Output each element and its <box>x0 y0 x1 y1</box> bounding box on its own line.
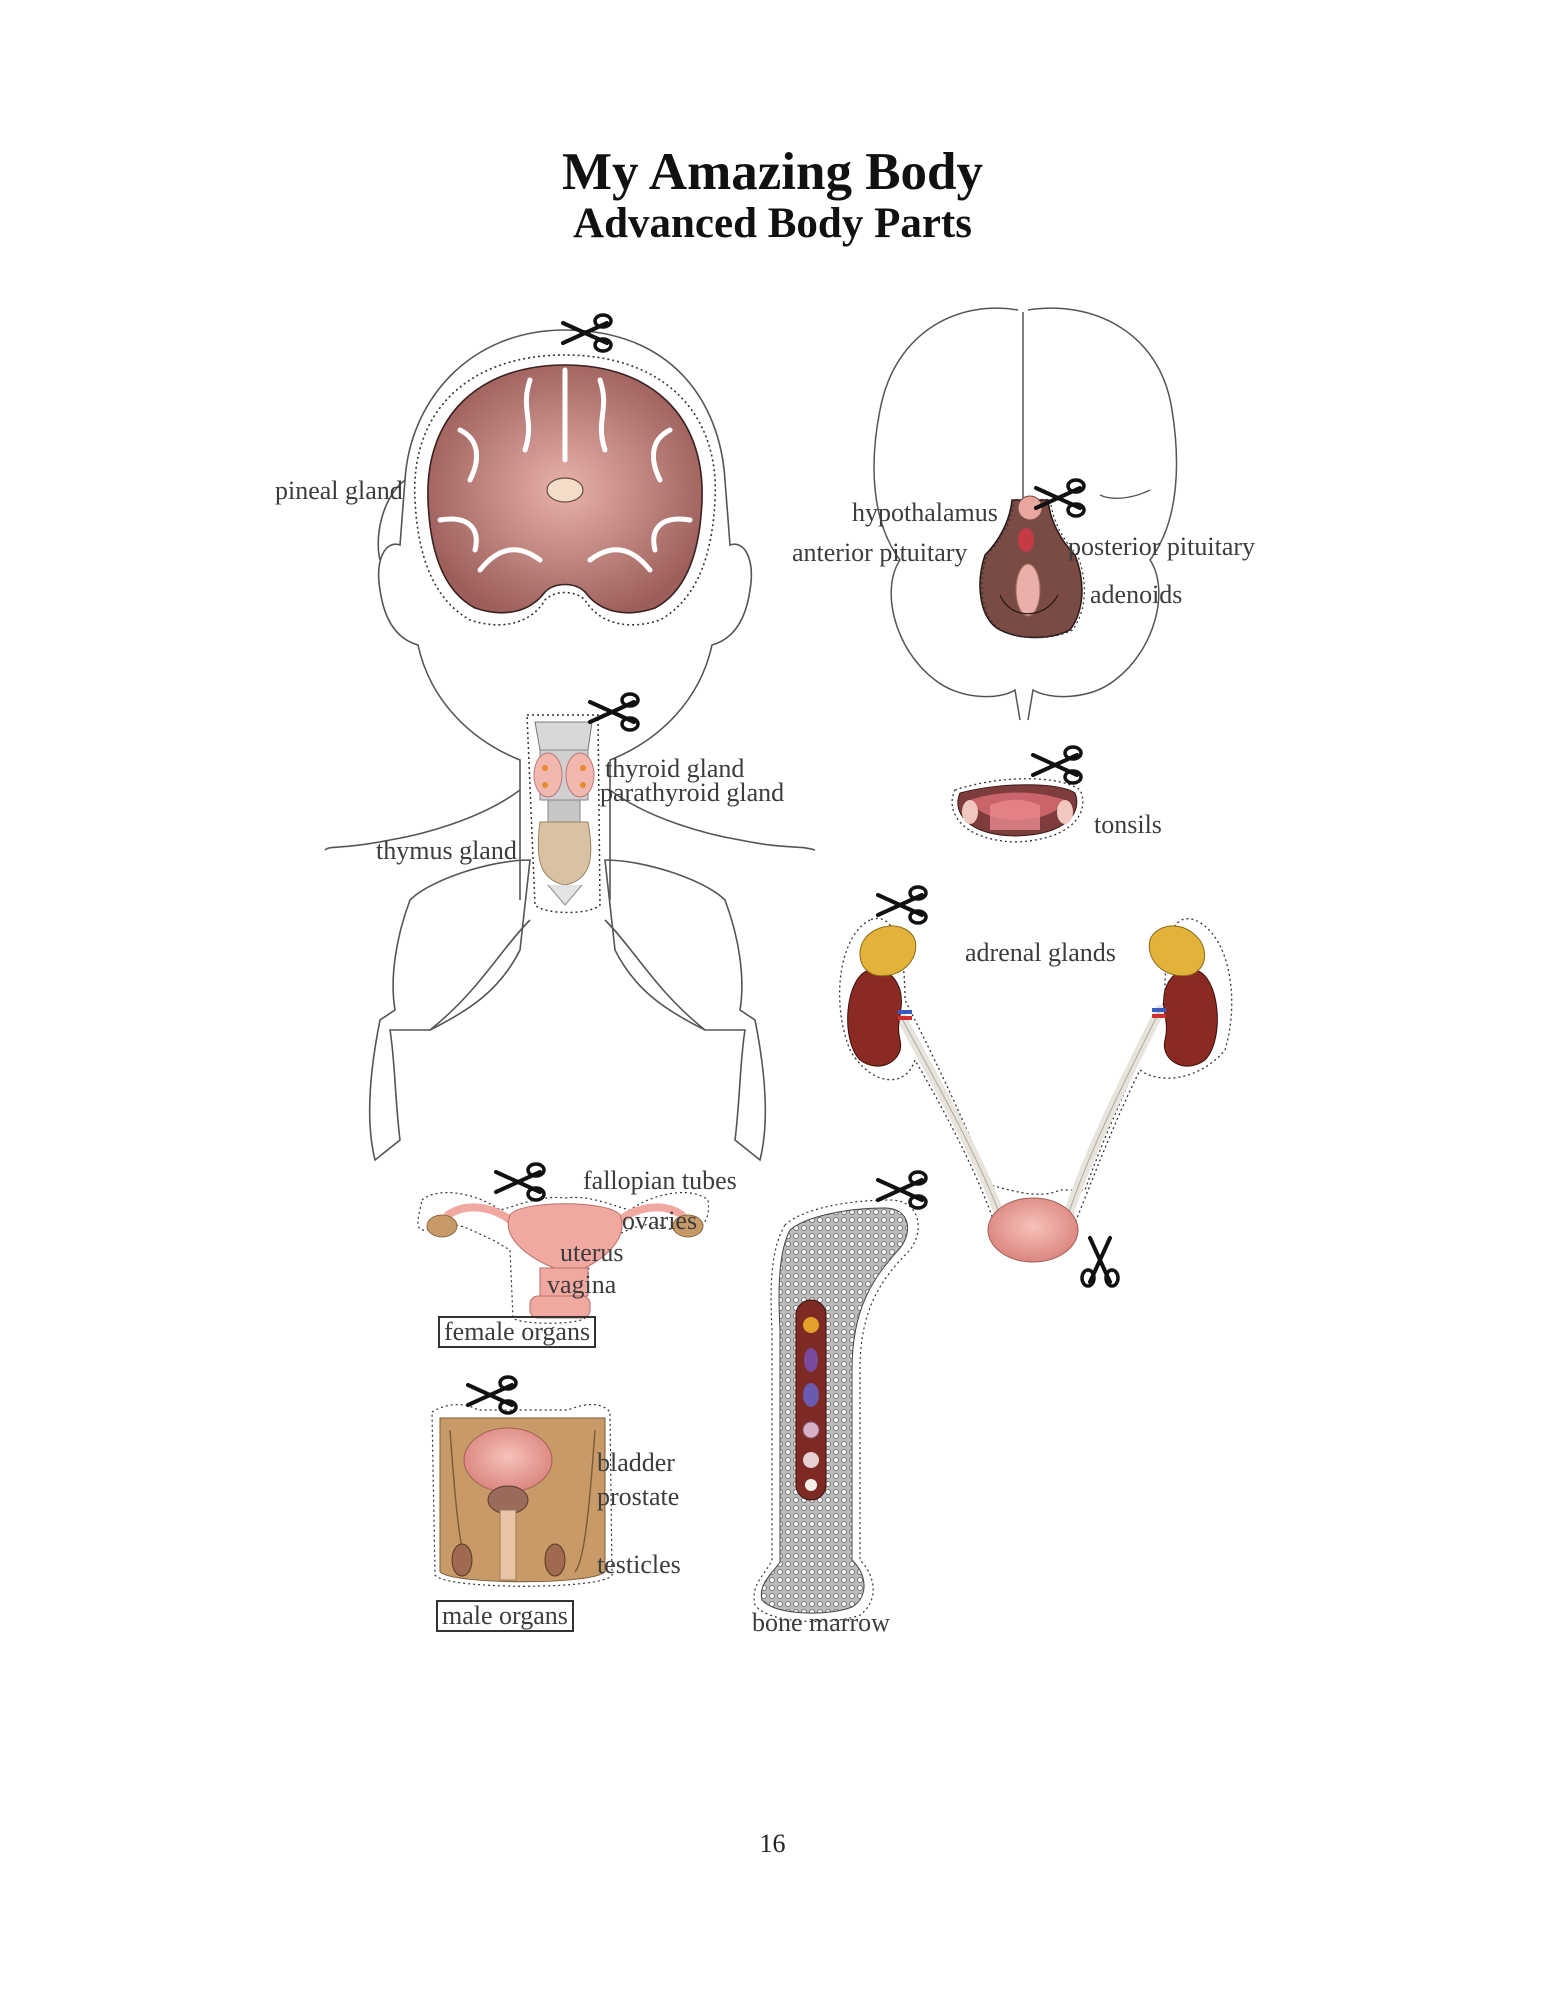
brain-coronal-section <box>413 354 717 626</box>
scissors-icon <box>876 1170 928 1210</box>
label-bladder: bladder <box>597 1448 675 1477</box>
bone-marrow-piece <box>753 1199 919 1623</box>
label-parathyroid-gland: parathyroid gland <box>600 778 785 807</box>
label-prostate: prostate <box>597 1482 680 1511</box>
label-adrenal-glands: adrenal glands <box>965 938 1116 967</box>
label-thymus-gland: thymus gland <box>376 836 517 865</box>
label-adenoids: adenoids <box>1090 580 1183 609</box>
female-organs-piece <box>417 1192 710 1324</box>
scissors-icon <box>466 1375 518 1415</box>
scissors-icon <box>876 885 928 925</box>
pineal-gland-shape <box>546 477 584 503</box>
urinary-system-piece <box>839 917 1233 1263</box>
male-organs-piece <box>431 1404 613 1587</box>
scissors-icon <box>494 1162 546 1202</box>
label-ovaries: ovaries <box>622 1206 698 1235</box>
label-male-organs: male organs <box>436 1600 574 1632</box>
tonsils-piece <box>951 778 1084 843</box>
thyroid-thymus-piece <box>526 714 601 914</box>
label-bone-marrow: bone marrow <box>752 1608 890 1637</box>
brain-bottom-view <box>873 307 1178 721</box>
page-title: My Amazing Body <box>561 143 984 201</box>
label-testicles: testicles <box>597 1550 681 1579</box>
page-number: 16 <box>759 1829 786 1858</box>
page-subtitle: Advanced Body Parts <box>573 200 972 247</box>
scissors-icon <box>588 692 640 732</box>
label-vagina: vagina <box>547 1270 617 1299</box>
scissors-icon <box>1080 1236 1120 1288</box>
label-tonsils: tonsils <box>1094 810 1162 839</box>
head-torso-outline <box>324 329 816 1162</box>
scissors-icon <box>1031 745 1083 785</box>
label-posterior-pituitary: posterior pituitary <box>1068 532 1256 561</box>
label-pineal-gland: pineal gland <box>275 476 403 505</box>
label-anterior-pituitary: anterior pituitary <box>792 538 968 567</box>
label-thyroid-gland: thyroid gland <box>605 754 745 783</box>
label-uterus: uterus <box>560 1238 624 1267</box>
label-fallopian-tubes: fallopian tubes <box>583 1166 737 1195</box>
label-female-organs: female organs <box>438 1316 597 1348</box>
label-hypothalamus: hypothalamus <box>852 498 998 527</box>
